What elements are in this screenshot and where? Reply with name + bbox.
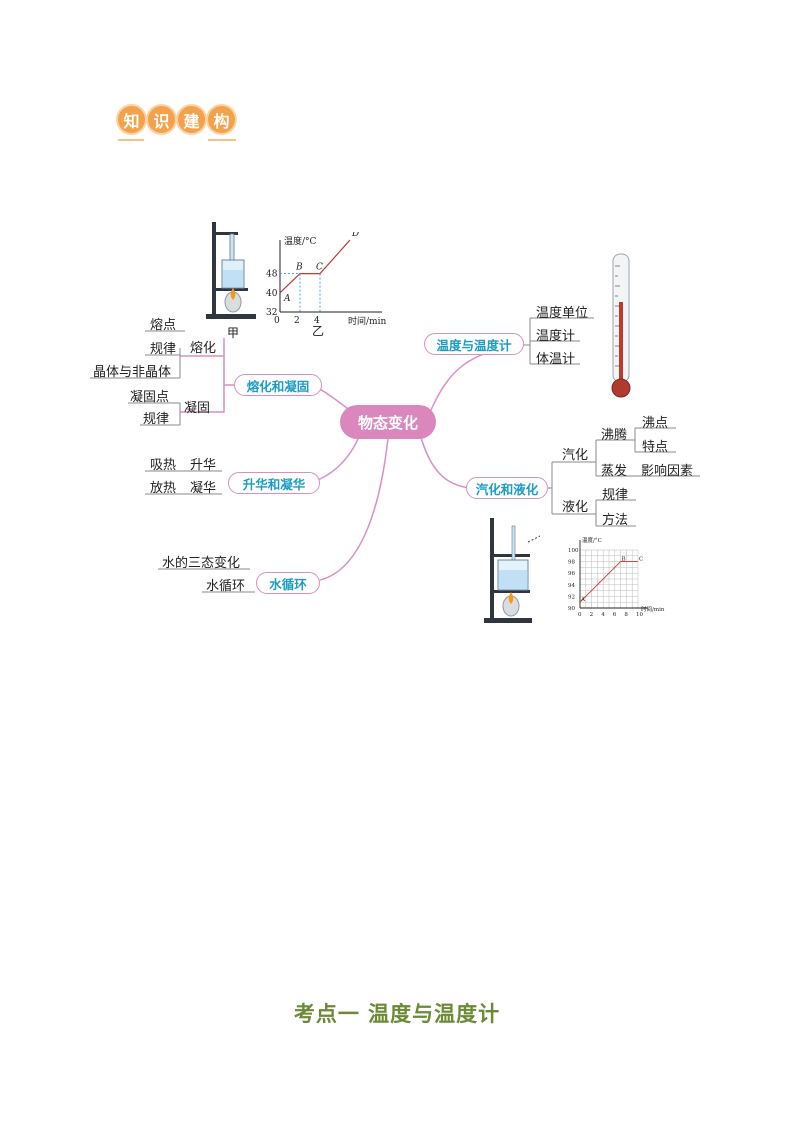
mindmap-center-node: 物态变化 — [340, 405, 436, 439]
melt-item: 规律 — [150, 342, 177, 357]
x-tick-label: 8 — [624, 612, 628, 618]
liquefy-label: 液化 — [562, 500, 589, 515]
x-tick-label: 4 — [601, 612, 605, 618]
point-label: A — [580, 597, 586, 603]
vapor-label: 汽化 — [562, 448, 589, 463]
sublimation-process: 升华 — [190, 458, 217, 473]
x-tick-label: 6 — [613, 612, 617, 618]
branch-sublimation: 升华和凝华 — [228, 472, 320, 494]
sublimation-heat: 吸热 — [150, 458, 177, 473]
data-line — [279, 239, 351, 294]
point-label: C — [639, 557, 643, 563]
branch-melting: 熔化和凝固 — [234, 374, 322, 396]
thermometer-icon — [611, 253, 631, 398]
x-tick-label: 10 — [636, 612, 643, 618]
chart-caption: 乙 — [312, 324, 325, 338]
solidify-item: 规律 — [143, 412, 170, 427]
y-tick-label: 32 — [266, 308, 277, 318]
melt-item: 晶体与非晶体 — [93, 365, 172, 380]
water-cycle-item: 水循环 — [206, 579, 246, 594]
chart-melting-curve: 温度/°C 时间/min 32 40 48 0 2 4 A B C D — [266, 232, 386, 327]
boiling-item: 特点 — [642, 440, 669, 455]
point-label: A — [283, 294, 291, 304]
solidify-item: 凝固点 — [130, 390, 170, 405]
y-tick-label: 98 — [568, 560, 575, 566]
x-tick-label: 2 — [294, 316, 300, 326]
liquefy-item: 规律 — [602, 488, 629, 503]
sublimation-process: 凝华 — [190, 481, 217, 496]
y-tick-label: 90 — [568, 606, 575, 612]
header-char-1: 知 — [118, 106, 145, 133]
liquefy-item: 方法 — [602, 513, 629, 528]
branch-vaporization: 汽化和液化 — [466, 477, 548, 499]
point-label: B — [295, 263, 303, 273]
boiling-label: 沸腾 — [601, 428, 628, 443]
figure-jia-caption: 甲 — [227, 326, 240, 340]
y-tick-label: 100 — [568, 548, 579, 554]
point-label: B — [622, 557, 626, 563]
data-line — [579, 561, 638, 603]
section-title: 考点一 温度与温度计 — [293, 1002, 501, 1026]
melt-item: 熔点 — [150, 318, 177, 333]
header-char-2: 识 — [148, 106, 175, 133]
x-tick-label: 4 — [314, 316, 320, 326]
melting-apparatus-illustration — [206, 222, 256, 319]
y-tick-label: 92 — [568, 594, 575, 600]
header-char-4: 构 — [208, 106, 235, 133]
solidify-label: 凝固 — [184, 401, 211, 416]
water-cycle-item: 水的三态变化 — [162, 556, 241, 571]
y-tick-label: 94 — [568, 583, 575, 589]
header-underline — [118, 139, 144, 141]
axis-label-y: 温度/°C — [582, 536, 602, 544]
branch-temperature: 温度与温度计 — [424, 333, 524, 355]
temperature-item: 体温计 — [536, 352, 576, 367]
temperature-item: 温度计 — [536, 329, 576, 344]
boiling-apparatus-illustration — [484, 518, 540, 623]
header-underline — [208, 139, 236, 141]
temperature-item: 温度单位 — [536, 306, 589, 321]
axis-label-x: 时间/min — [348, 315, 386, 327]
evaporation-item: 影响因素 — [641, 464, 694, 479]
point-label: D — [351, 232, 359, 239]
chart-boiling-curve: 温度/°C 时间/min 90 92 94 96 98 100 0 2 4 6 8 10 A B C — [568, 536, 665, 618]
boiling-item: 沸点 — [642, 416, 669, 431]
y-tick-label: 96 — [568, 571, 575, 577]
y-tick-label: 48 — [266, 270, 278, 280]
header-char-3: 建 — [178, 106, 205, 133]
evaporation-label: 蒸发 — [601, 464, 628, 479]
melt-label: 熔化 — [190, 341, 217, 356]
point-label: C — [316, 263, 323, 273]
sublimation-heat: 放热 — [150, 481, 177, 496]
branch-water-cycle: 水循环 — [256, 572, 320, 594]
axis-label-x: 时间/min — [641, 605, 665, 613]
x-tick-label: 0 — [274, 316, 280, 326]
x-tick-label: 0 — [578, 612, 582, 618]
axis-label-y: 温度/°C — [284, 235, 317, 247]
y-tick-label: 40 — [266, 289, 278, 299]
x-tick-label: 2 — [590, 612, 594, 618]
